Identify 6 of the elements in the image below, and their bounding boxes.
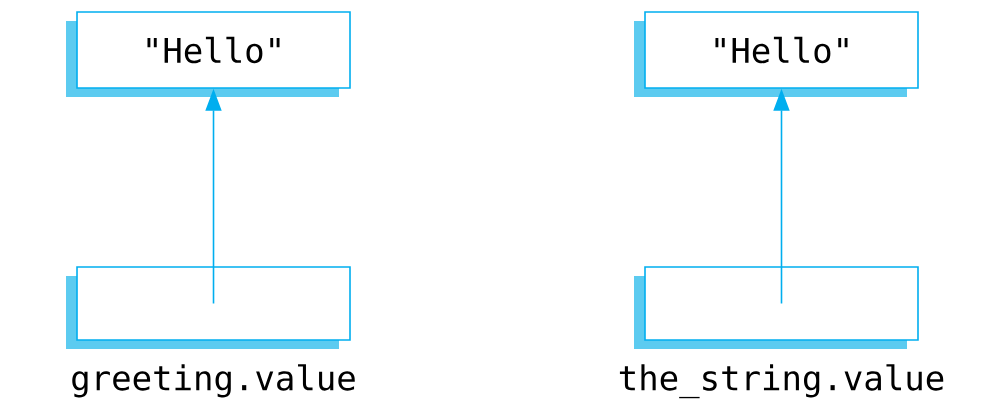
variable-label: the_string.value	[619, 364, 944, 399]
value-box: "Hello"	[634, 11, 919, 97]
variable-box	[634, 266, 919, 349]
variable-label: greeting.value	[72, 364, 355, 398]
variable-box	[66, 266, 351, 349]
value-box: "Hello"	[66, 11, 351, 97]
